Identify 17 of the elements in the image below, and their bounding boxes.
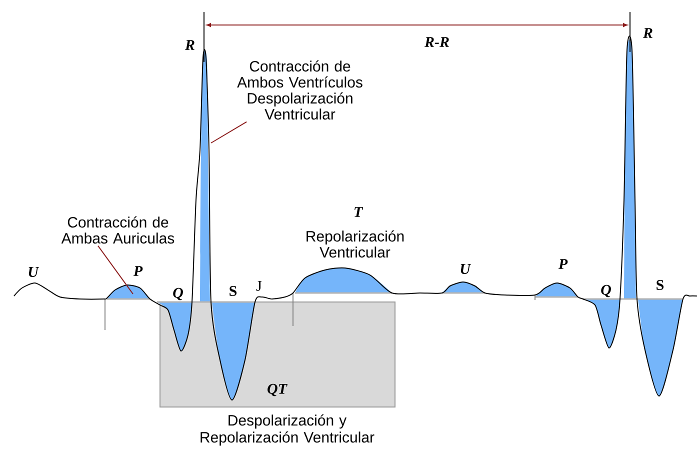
interval-caption: Despolarización y Repolarización Ventricular [200, 414, 374, 446]
annotation-text: Repolarización Ventricular [306, 230, 404, 258]
wave-letter: R [184, 40, 194, 50]
wave-letter: T [354, 207, 364, 217]
annotation-text: Contracción de Ambos Ventrículos Despolarización Ventricular [237, 60, 362, 120]
wave-letter: S [656, 280, 664, 290]
annotation-text: Contracción de Ambas Auriculas [61, 216, 174, 244]
wave-letter: R [642, 28, 652, 38]
leader-line [210, 121, 248, 144]
wave-letter: Q [601, 284, 611, 298]
wave-letter: P [133, 266, 143, 276]
wave-letter: P [558, 259, 568, 269]
interval-label: R-R [424, 37, 449, 47]
leader-line [98, 245, 134, 294]
wave-letter: U [28, 267, 40, 277]
interval-label: QT [268, 384, 288, 396]
wave-letter: U [460, 264, 472, 274]
